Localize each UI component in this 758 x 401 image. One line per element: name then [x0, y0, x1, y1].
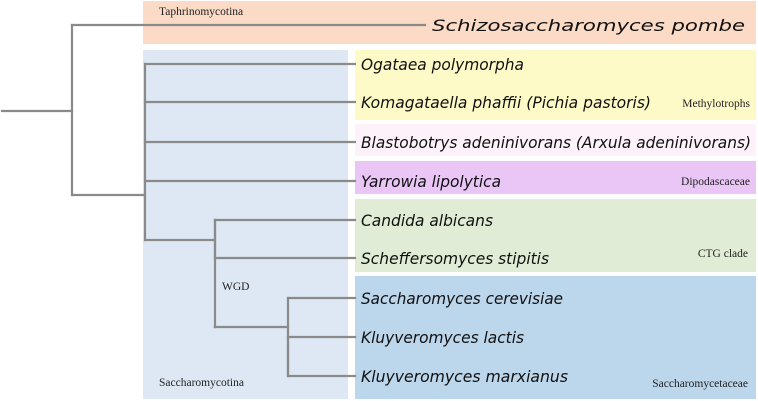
saccharomycotina-label: Saccharomycotina — [159, 377, 244, 389]
species-label: Schizosaccharomyces pombe — [432, 16, 745, 35]
saccharomycotina-band — [143, 50, 348, 399]
saccharomycetaceae-band — [355, 276, 756, 399]
species-label: Kluyveromyces lactis — [361, 328, 524, 347]
methylotrophs-label: Methylotrophs — [682, 98, 750, 110]
dipodascaceae-label: Dipodascaceae — [681, 176, 750, 188]
ctg-clade-band — [355, 199, 756, 272]
species-label: Komagataella phaffii (Pichia pastoris) — [361, 93, 651, 112]
species-label: Blastobotrys adeninivorans (Arxula adeni… — [361, 133, 751, 152]
wgd-label: WGD — [222, 281, 249, 293]
blastobotrys-band — [355, 124, 756, 156]
taphrinomycotina-band — [143, 1, 756, 44]
species-label: Ogataea polymorpha — [361, 55, 524, 74]
species-label: Saccharomyces cerevisiae — [361, 289, 563, 308]
species-label: Scheffersomyces stipitis — [361, 249, 549, 268]
ctg-clade-label: CTG clade — [698, 248, 748, 260]
saccharomycetaceae-label: Saccharomycetaceae — [652, 378, 748, 390]
taphrinomycotina-label: Taphrinomycotina — [159, 6, 243, 18]
species-label: Candida albicans — [361, 211, 493, 230]
tree-branches — [0, 23, 427, 378]
species-label: Yarrowia lipolytica — [361, 172, 501, 191]
dipodascaceae-band — [355, 161, 756, 194]
methylotrophs-band — [355, 50, 756, 120]
species-label: Kluyveromyces marxianus — [361, 367, 568, 386]
